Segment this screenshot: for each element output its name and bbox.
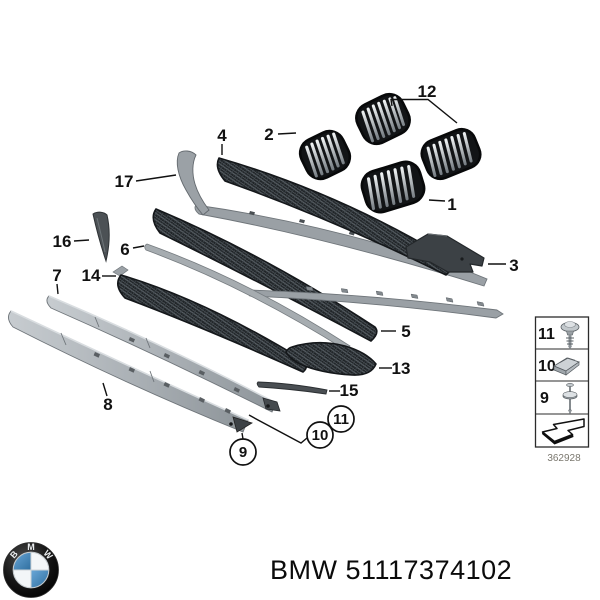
circled-callout-11-label: 11 bbox=[333, 411, 349, 428]
callout-5-label: 5 bbox=[401, 322, 410, 341]
callout-8: 8 bbox=[102, 382, 113, 414]
callout-4: 4 bbox=[217, 126, 227, 155]
part-6-thin-trim-strip bbox=[144, 243, 351, 352]
fastener-legend-box: 11 10 9 bbox=[534, 316, 590, 448]
part-1-kidney-grille-bottom bbox=[360, 160, 426, 214]
callout-4-label: 4 bbox=[217, 126, 227, 145]
callout-7: 7 bbox=[52, 266, 62, 295]
callout-3: 3 bbox=[488, 256, 519, 275]
legend-row-11-number: 11 bbox=[538, 326, 555, 343]
callout-8-label: 8 bbox=[103, 395, 112, 414]
callout-12: 12 bbox=[390, 82, 458, 124]
legend-row-10-number: 10 bbox=[538, 358, 556, 375]
circled-callout-10-label: 10 bbox=[312, 427, 329, 444]
callout-15: 15 bbox=[329, 381, 358, 400]
callout-6: 6 bbox=[120, 240, 145, 259]
push-rivet-icon bbox=[560, 321, 580, 350]
callout-17: 17 bbox=[115, 172, 177, 191]
part-3-closing-panel bbox=[405, 233, 485, 273]
direction-arrow-icon bbox=[541, 418, 585, 445]
callout-1: 1 bbox=[428, 195, 457, 214]
callout-6-label: 6 bbox=[120, 240, 129, 259]
circled-callout-11: 11 bbox=[327, 405, 355, 433]
expanding-pin-icon bbox=[562, 383, 578, 415]
circled-callout-10: 10 bbox=[248, 414, 334, 449]
sheet-metal-clip-icon bbox=[553, 357, 580, 376]
part-8-lower-spoiler-strip bbox=[8, 310, 253, 433]
callout-17-label: 17 bbox=[115, 172, 134, 191]
logo-letter-m: M bbox=[27, 542, 35, 552]
legend-row-10: 10 bbox=[538, 357, 580, 376]
part-12-kidney-grille-top bbox=[355, 92, 411, 146]
legend-row-11: 11 bbox=[538, 321, 580, 350]
bmw-roundel-logo: B M W bbox=[3, 542, 59, 598]
part-2-kidney-grille bbox=[298, 129, 352, 181]
callout-16-label: 16 bbox=[53, 232, 72, 251]
callout-5: 5 bbox=[381, 322, 411, 341]
part-number-text: BMW 51117374102 bbox=[270, 555, 512, 585]
part-14-lower-mesh-grille bbox=[112, 265, 308, 373]
callout-2: 2 bbox=[264, 125, 297, 144]
diagram-number: 362928 bbox=[547, 453, 581, 464]
part-15-small-trim-strip bbox=[256, 381, 328, 395]
callout-13-label: 13 bbox=[392, 359, 411, 378]
legend-row-9: 9 bbox=[540, 383, 578, 415]
part-7-spoiler-strip bbox=[46, 295, 281, 413]
callout-16: 16 bbox=[53, 232, 90, 251]
part-5-center-mesh-grille bbox=[152, 208, 378, 342]
callout-14: 14 bbox=[82, 266, 116, 285]
callout-2-label: 2 bbox=[264, 125, 273, 144]
part-16-corner-trim-blade bbox=[92, 211, 110, 263]
part-4-upper-mesh-grille bbox=[216, 157, 454, 276]
circled-callout-9-label: 9 bbox=[239, 444, 247, 461]
callout-12-label: 12 bbox=[418, 82, 437, 101]
callout-13: 13 bbox=[379, 359, 410, 378]
callout-15-label: 15 bbox=[340, 381, 359, 400]
circled-callout-9: 9 bbox=[229, 432, 257, 466]
part-12-kidney-grille-right bbox=[420, 127, 482, 181]
callout-1-label: 1 bbox=[447, 195, 456, 214]
part-13-side-mesh-grille bbox=[285, 341, 377, 376]
logo-letter-b: B bbox=[8, 548, 20, 560]
callout-7-label: 7 bbox=[52, 266, 61, 285]
legend-row-9-number: 9 bbox=[540, 390, 549, 407]
callout-3-label: 3 bbox=[509, 256, 518, 275]
callout-14-label: 14 bbox=[82, 266, 101, 285]
part-17-bumper-top-trim bbox=[176, 150, 488, 287]
